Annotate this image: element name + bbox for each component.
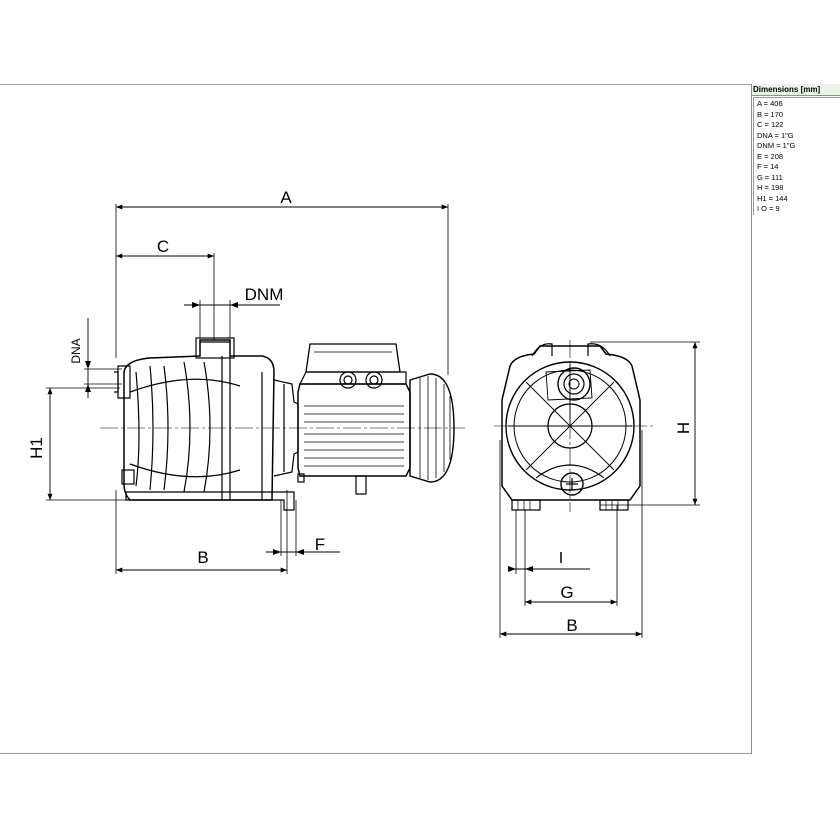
- label-a: A: [280, 188, 292, 207]
- pump-drawing: A C DNM DNA H1 B F H I G B: [27, 188, 700, 638]
- label-f: F: [315, 535, 325, 554]
- label-h1: H1: [27, 437, 46, 459]
- dimensions-panel-title: Dimensions [mm]: [752, 84, 840, 96]
- dimensions-list: A = 406 B = 170 C = 122 DNA = 1"G DNM = …: [753, 97, 840, 215]
- dimension-row: H = 198: [757, 183, 784, 192]
- pump-housing: [123, 339, 275, 501]
- label-dna: DNA: [69, 338, 83, 363]
- frame-top-line: [0, 84, 751, 85]
- dimension-row: G = 111: [757, 172, 783, 182]
- label-b-front: B: [566, 616, 577, 635]
- fan-cover: [409, 373, 455, 483]
- label-h: H: [674, 422, 693, 434]
- dimension-row: F = 14: [757, 162, 779, 171]
- frame-bottom-line: [0, 753, 751, 754]
- dimension-row: I O = 9: [757, 204, 780, 213]
- dimension-row: A = 406: [757, 99, 783, 108]
- dimensions-panel: Dimensions [mm] A = 406 B = 170 C = 122 …: [751, 84, 840, 754]
- dimension-row: DNM = 1"G: [757, 141, 796, 150]
- label-i: I: [559, 550, 563, 567]
- label-c: C: [157, 237, 169, 256]
- dimension-row: C = 122: [757, 120, 784, 129]
- fan-ring-outer: [505, 361, 635, 491]
- front-housing: [501, 345, 641, 501]
- dimension-row: E = 208: [757, 151, 784, 161]
- label-dnm: DNM: [245, 285, 284, 304]
- dimension-row: DNA = 1"G: [757, 130, 794, 140]
- side-view: [46, 204, 465, 574]
- label-b-side: B: [197, 548, 208, 567]
- dimension-row: B = 170: [757, 109, 784, 119]
- dimension-row: H1 = 144: [757, 193, 788, 203]
- motor-body: [297, 383, 411, 477]
- front-view: [494, 340, 700, 638]
- label-g: G: [560, 583, 573, 602]
